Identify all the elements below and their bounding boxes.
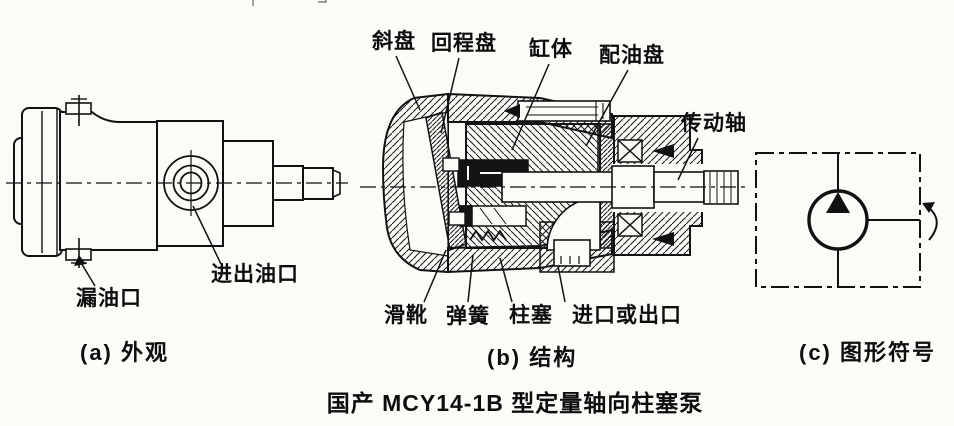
port-opening	[553, 239, 591, 267]
slipper-part	[448, 211, 466, 226]
label-cylinder-block: 缸体	[529, 38, 573, 61]
piston-lower	[459, 205, 527, 227]
caption-panel-a: (a) 外观	[80, 340, 170, 365]
pump-cross-section	[360, 55, 748, 303]
slipper-part	[442, 157, 460, 172]
label-swash-plate: 斜盘	[372, 30, 416, 53]
leader-lines-a	[79, 205, 222, 287]
label-inlet-or-outlet: 进口或出口	[572, 304, 682, 327]
valve-plate-bolt	[517, 100, 611, 122]
bearing-symbols	[617, 139, 643, 237]
label-spring: 弹簧	[446, 305, 490, 328]
caption-panel-b: (b) 结构	[487, 345, 578, 370]
label-inlet-outlet-port: 进出油口	[211, 263, 299, 286]
leader-arrowhead	[74, 255, 86, 266]
leader-lines-b	[395, 55, 699, 303]
top-plug	[65, 95, 92, 126]
label-drive-shaft: 传动轴	[681, 112, 747, 135]
rotation-arrow-icon	[922, 202, 938, 241]
scan-artifacts	[252, 0, 327, 6]
caption-panel-c: (c) 图形符号	[799, 340, 937, 365]
pump-triangle-icon	[826, 192, 850, 213]
label-drain-port: 漏油口	[76, 287, 142, 310]
label-valve-plate: 配油盘	[599, 44, 665, 67]
pump-hydraulic-symbol	[755, 152, 938, 288]
pump-external-view	[6, 95, 348, 287]
figure-title: 国产 MCY14-1B 型定量轴向柱塞泵	[326, 390, 704, 416]
label-slipper: 滑靴	[384, 304, 428, 327]
label-return-plate: 回程盘	[431, 32, 497, 55]
label-piston: 柱塞	[509, 304, 553, 327]
spring-part	[469, 229, 507, 242]
